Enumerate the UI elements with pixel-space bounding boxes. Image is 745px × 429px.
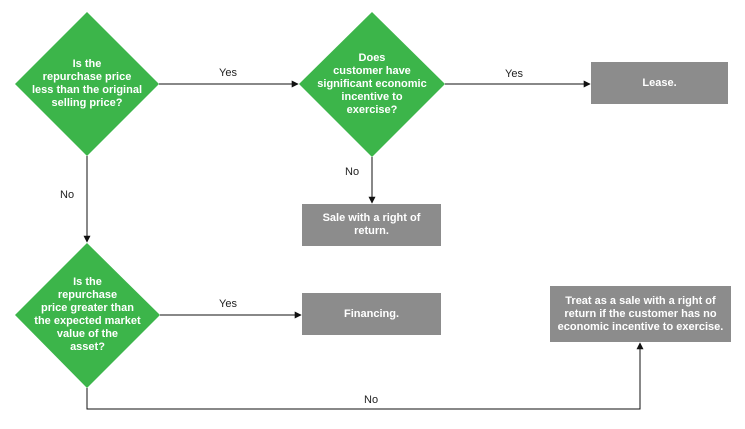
label-no-d3: No xyxy=(364,394,379,406)
arrow-d3-to-treat-as-sale xyxy=(86,342,644,410)
label-yes-d1-d2: Yes xyxy=(219,67,237,79)
outcome-financing: Financing. xyxy=(302,293,441,335)
decision-text-2: Does customer have significant economic … xyxy=(317,51,427,116)
outcome-treat-as-sale: Treat as a sale with a right of return i… xyxy=(550,286,731,342)
label-no-d2: No xyxy=(345,166,360,178)
decision-diamond-1 xyxy=(15,12,159,156)
decision-diamond-2 xyxy=(299,12,445,157)
label-yes-d3: Yes xyxy=(219,298,237,310)
decision-text-1: Is the repurchase price less than the or… xyxy=(31,58,143,109)
decision-text-3: Is the repurchase price greater than the… xyxy=(34,276,141,353)
label-no-d1: No xyxy=(60,189,75,201)
decision-diamond-3 xyxy=(15,243,160,388)
outcome-sale-with-right-of-return: Sale with a right of return. xyxy=(302,204,441,246)
outcome-lease: Lease. xyxy=(591,62,728,104)
label-yes-d2-lease: Yes xyxy=(505,68,523,80)
